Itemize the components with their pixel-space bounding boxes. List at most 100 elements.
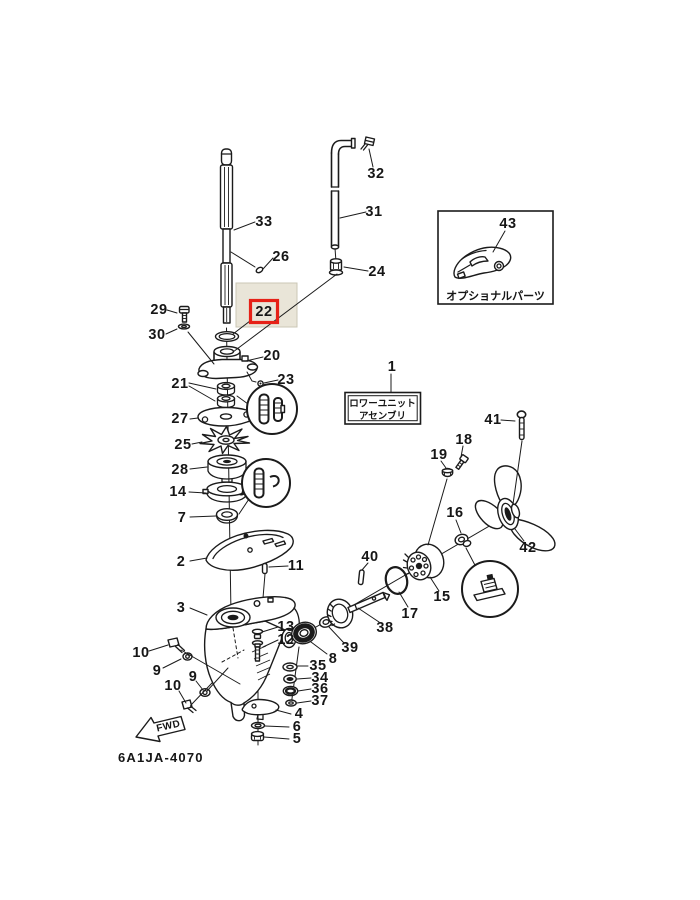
plate-27 (197, 406, 255, 427)
shift-rod-31 (330, 137, 356, 250)
part-label-41: 41 (484, 412, 501, 428)
part-label-40: 40 (361, 549, 378, 565)
pin-11 (261, 562, 268, 575)
washer-35 (282, 662, 298, 672)
detail-circle-anode (461, 560, 519, 618)
part-label-10a: 10 (132, 645, 149, 661)
part-label-8: 8 (329, 651, 338, 667)
drive-shaft-33 (219, 148, 234, 324)
part-label-1: 1 (388, 359, 397, 375)
bearing-carrier-15 (402, 543, 445, 581)
part-label-13: 13 (277, 619, 294, 635)
nut-37 (285, 699, 297, 707)
part-label-20: 20 (263, 348, 280, 364)
part-label-15: 15 (433, 589, 450, 605)
part-label-38: 38 (376, 620, 393, 636)
highlight-callout-22[interactable]: 22 (248, 298, 280, 325)
pin-26 (255, 266, 264, 274)
washer-6 (250, 721, 266, 730)
optional-part-43 (453, 246, 512, 280)
part-label-12: 12 (277, 632, 294, 648)
part-label-36: 36 (311, 681, 328, 697)
part-label-26: 26 (272, 249, 289, 265)
seal-7 (215, 508, 239, 524)
highlight-backdrop (235, 282, 298, 328)
part-label-43: 43 (499, 216, 516, 232)
spacer-16 (454, 533, 472, 548)
part-label-28: 28 (171, 462, 188, 478)
part-label-31: 31 (365, 204, 382, 220)
detail-circle-key-upper (246, 383, 298, 435)
o-ring-22 (214, 331, 240, 343)
leader-lines (148, 148, 525, 740)
part-label-22: 22 (255, 304, 272, 320)
bolt-32 (360, 136, 376, 151)
propeller-42 (474, 465, 556, 552)
part-label-14: 14 (169, 484, 186, 500)
bolt-18 (455, 454, 469, 470)
part-label-27: 27 (171, 411, 188, 427)
nut-24 (328, 258, 344, 276)
bolt-12 (251, 640, 264, 662)
assembly-caption-line2: アセンブリ (359, 410, 406, 422)
part-label-5: 5 (293, 731, 302, 747)
highlight-red-box[interactable] (248, 298, 280, 325)
fwd-arrow: FWD (135, 715, 186, 743)
part-label-42: 42 (519, 540, 536, 556)
part-label-37: 37 (311, 693, 328, 709)
part-label-9b: 9 (189, 669, 198, 685)
pin-40 (357, 569, 365, 586)
optional-parts-caption: オプショナルパーツ (446, 289, 545, 303)
part-label-25: 25 (174, 437, 191, 453)
part-label-33: 33 (255, 214, 272, 230)
impeller-25 (199, 425, 251, 455)
part-label-29: 29 (150, 302, 167, 318)
washer-34 (283, 674, 297, 684)
grommet-36 (282, 685, 299, 697)
assembly-label-box (344, 391, 422, 425)
cotter-pin-41 (516, 410, 527, 441)
oil-seals-21 (216, 381, 236, 409)
part-label-30: 30 (148, 327, 165, 343)
anode-4 (241, 698, 280, 721)
prop-shaft-38 (326, 591, 391, 629)
washer-13 (251, 628, 264, 640)
part-label-17: 17 (401, 606, 418, 622)
part-label-2: 2 (177, 554, 186, 570)
optional-parts-box (437, 210, 554, 305)
washer-30 (177, 323, 191, 330)
nut-5 (250, 730, 265, 742)
part-label-3: 3 (177, 600, 186, 616)
part-label-21: 21 (171, 376, 188, 392)
detail-circle-key-lower (241, 458, 291, 508)
part-label-34: 34 (311, 670, 328, 686)
part-label-16: 16 (446, 505, 463, 521)
part-label-7: 7 (178, 510, 187, 526)
bearing-8 (291, 621, 317, 645)
part-label-35: 35 (309, 658, 326, 674)
bolt-29 (178, 305, 190, 323)
assembly-caption-line1: ロワーユニット (349, 399, 416, 410)
pump-housing-20 (197, 345, 259, 380)
fwd-label: FWD (155, 718, 181, 734)
part-label-9a: 9 (153, 663, 162, 679)
part-label-10b: 10 (164, 678, 181, 694)
cup-14 (202, 481, 248, 503)
part-label-18: 18 (455, 432, 472, 448)
part-label-24: 24 (368, 264, 385, 280)
part-label-23: 23 (277, 372, 294, 388)
bolt-10-lower (181, 699, 197, 714)
diagram-code: 6A1JA-4070 (118, 750, 204, 765)
part-labels: 1 2 3 4 5 6 7 8 9 9 10 10 11 12 13 14 15… (132, 166, 536, 747)
part-label-4: 4 (295, 706, 304, 722)
bolt-10-upper (167, 637, 186, 654)
gasket-plate-2 (205, 529, 294, 571)
pump-cup-28 (207, 454, 247, 483)
part-label-39: 39 (341, 640, 358, 656)
nut-19 (441, 467, 454, 478)
part-label-11: 11 (288, 558, 304, 574)
part-label-19: 19 (430, 447, 447, 463)
part-label-6: 6 (293, 719, 302, 735)
